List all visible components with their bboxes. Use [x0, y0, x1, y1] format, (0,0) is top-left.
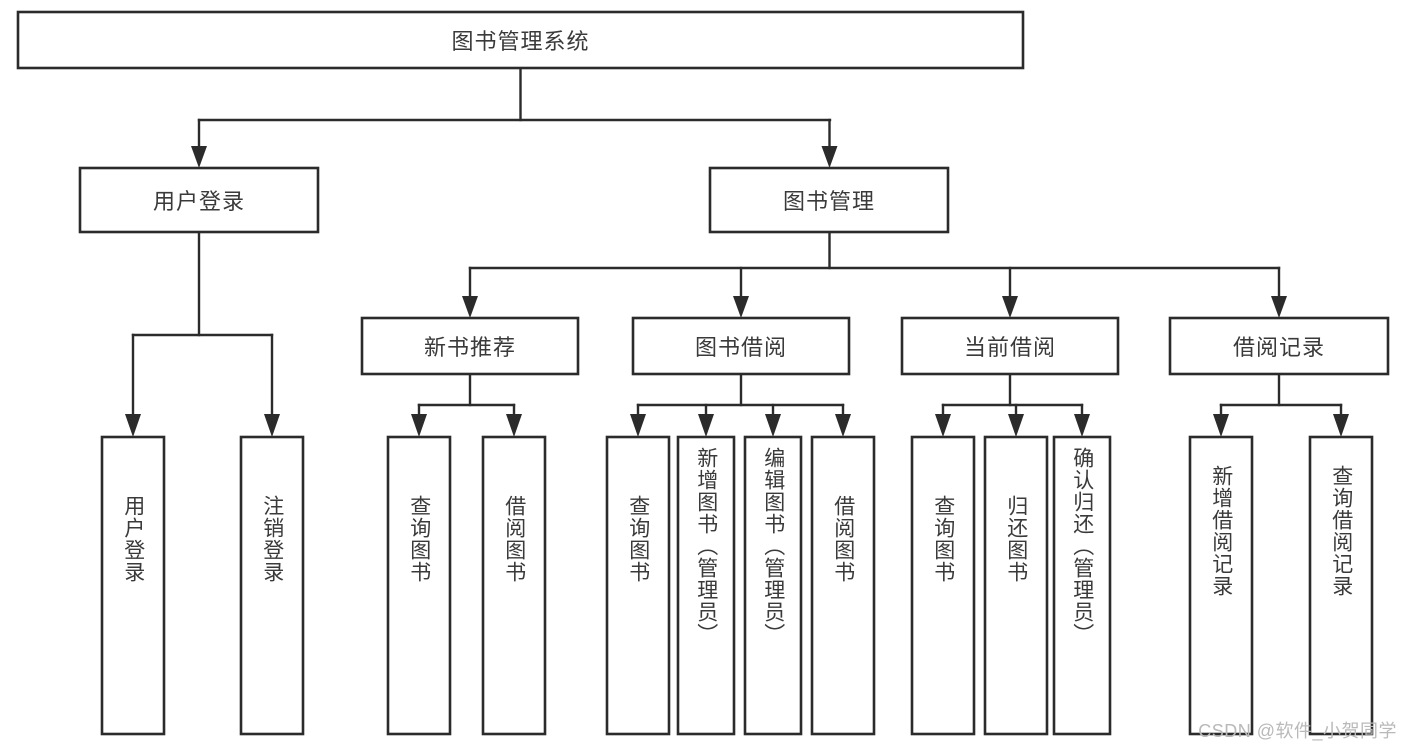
arrow-head-book-mgmt-to-record — [1271, 296, 1287, 318]
node-box-new-book[interactable] — [360, 316, 580, 376]
node-box-leaf-query-book-2[interactable] — [605, 435, 671, 736]
arrow-head-record-to-leaf-1 — [1213, 414, 1229, 437]
connector-group-user-login — [125, 230, 280, 437]
node-box-leaf-add-record[interactable] — [1188, 435, 1254, 736]
connector-group-root — [191, 66, 838, 168]
node-box-user-login[interactable] — [78, 166, 320, 234]
node-box-root[interactable] — [16, 10, 1025, 70]
node-box-current[interactable] — [900, 316, 1120, 376]
node-box-leaf-return-book[interactable] — [983, 435, 1049, 736]
node-box-leaf-query-book-3[interactable] — [910, 435, 976, 736]
connector-group-current — [935, 372, 1090, 437]
node-box-book-mgmt[interactable] — [708, 166, 950, 234]
connector-group-new-book — [411, 372, 522, 437]
arrow-head-book-mgmt-to-current — [1002, 296, 1018, 318]
node-box-record[interactable] — [1168, 316, 1390, 376]
node-box-leaf-borrow-book-1[interactable] — [481, 435, 547, 736]
arrow-head-borrow-to-leaf-4 — [835, 414, 851, 437]
node-box-leaf-borrow-book-2[interactable] — [810, 435, 876, 736]
arrow-head-user-login-to-leaf-1 — [125, 414, 141, 437]
arrow-head-borrow-to-leaf-2 — [698, 414, 714, 437]
node-box-leaf-logout[interactable] — [239, 435, 305, 736]
arrow-head-new-book-to-leaf-2 — [506, 414, 522, 437]
arrow-head-current-to-leaf-1 — [935, 414, 951, 437]
node-box-leaf-confirm-return[interactable] — [1052, 435, 1112, 736]
arrow-head-borrow-to-leaf-3 — [765, 414, 781, 437]
node-box-leaf-query-book-1[interactable] — [386, 435, 452, 736]
connector-group-record — [1213, 372, 1349, 437]
arrow-head-current-to-leaf-3 — [1074, 414, 1090, 437]
arrow-head-book-mgmt-to-new-book — [462, 296, 478, 318]
arrow-head-borrow-to-leaf-1 — [630, 414, 646, 437]
node-box-leaf-edit-book[interactable] — [743, 435, 803, 736]
node-box-leaf-query-record[interactable] — [1308, 435, 1374, 736]
node-box-leaf-add-book[interactable] — [676, 435, 736, 736]
arrow-head-book-mgmt-to-borrow — [733, 296, 749, 318]
node-box-borrow[interactable] — [631, 316, 851, 376]
node-box-leaf-user-login[interactable] — [100, 435, 166, 736]
arrow-head-record-to-leaf-2 — [1333, 414, 1349, 437]
arrow-head-root-to-user-login — [191, 146, 207, 168]
connector-group-book-mgmt — [462, 230, 1287, 318]
connector-group-borrow — [630, 372, 851, 437]
arrow-head-current-to-leaf-2 — [1008, 414, 1024, 437]
arrow-head-root-to-book-mgmt — [821, 146, 838, 168]
arrow-head-user-login-to-leaf-2 — [264, 414, 280, 437]
arrow-head-new-book-to-leaf-1 — [411, 414, 427, 437]
